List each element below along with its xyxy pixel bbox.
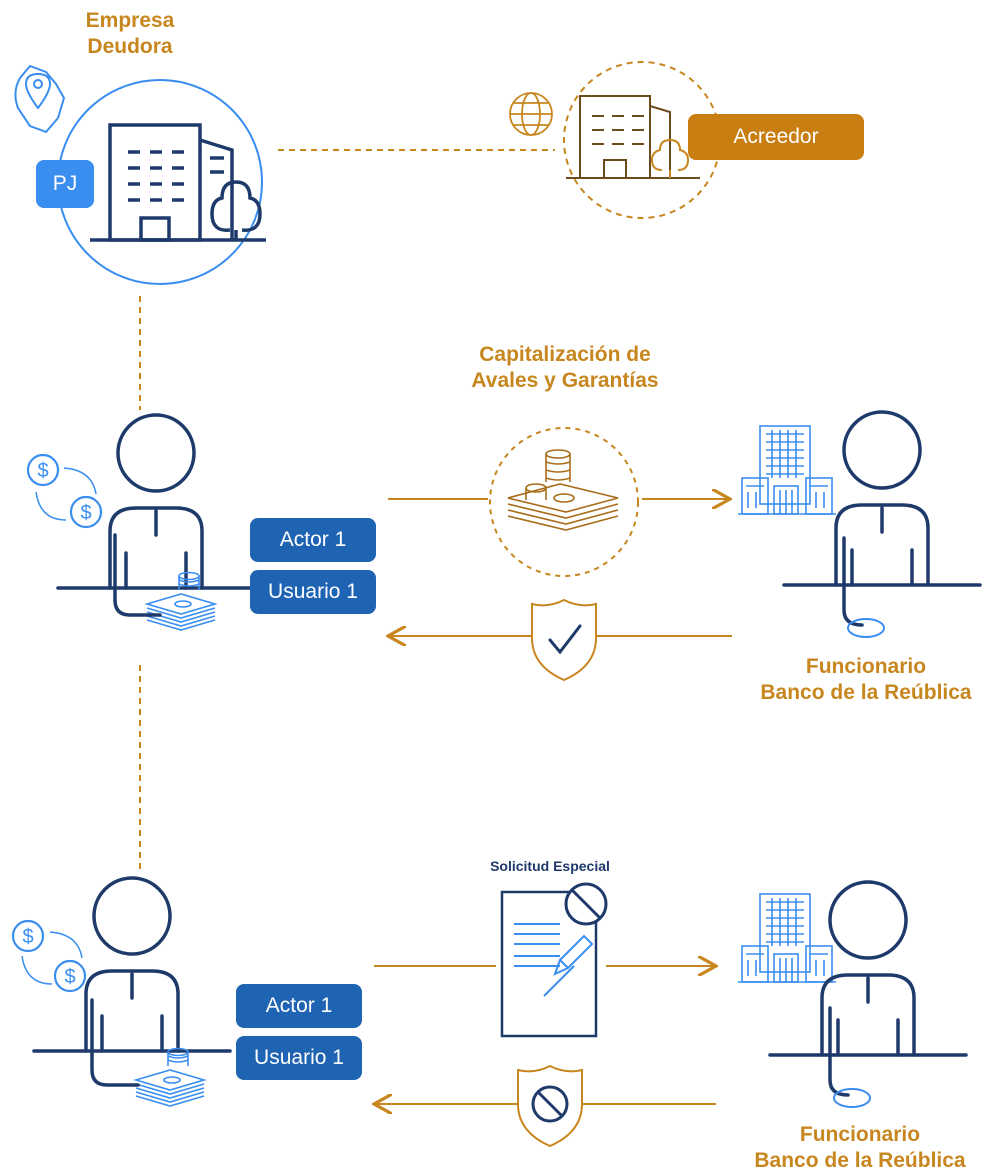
flow2-hand-icon xyxy=(833,1088,871,1108)
flow1-user-badge: Usuario 1 xyxy=(250,570,376,614)
document-cancel-icon xyxy=(500,882,608,1038)
flow2-money-icon xyxy=(135,1047,205,1107)
flow2-title: Solicitud Especial xyxy=(490,858,610,874)
shield-cancel-icon xyxy=(517,1064,583,1148)
flow1-bank-icon xyxy=(737,425,837,515)
globe-icon xyxy=(509,92,553,136)
location-pin-icon xyxy=(14,64,66,134)
flow2-coin-icon-1 xyxy=(11,919,45,953)
flow2-user-icon xyxy=(32,876,232,1053)
flow1-capitalization-icon xyxy=(489,427,639,577)
flow2-bank-icon xyxy=(737,893,837,983)
flow1-hand-icon xyxy=(847,618,885,638)
pj-badge: PJ xyxy=(36,160,94,208)
flow2-actor-badge: Actor 1 xyxy=(236,984,362,1028)
creditor-badge: Acreedor xyxy=(688,114,864,160)
flow1-coin-icon-1 xyxy=(26,453,60,487)
flow1-officer-icon xyxy=(782,410,982,587)
flow1-coin-icon-2 xyxy=(69,495,103,529)
flow1-actor-badge: Actor 1 xyxy=(250,518,376,562)
flow2-coin-icon-2 xyxy=(53,959,87,993)
shield-check-icon xyxy=(531,598,597,682)
flow1-money-icon xyxy=(146,571,216,631)
flow2-user-badge: Usuario 1 xyxy=(236,1036,362,1080)
flow2-officer-icon xyxy=(768,880,968,1057)
debtor-company-icon xyxy=(57,79,266,285)
